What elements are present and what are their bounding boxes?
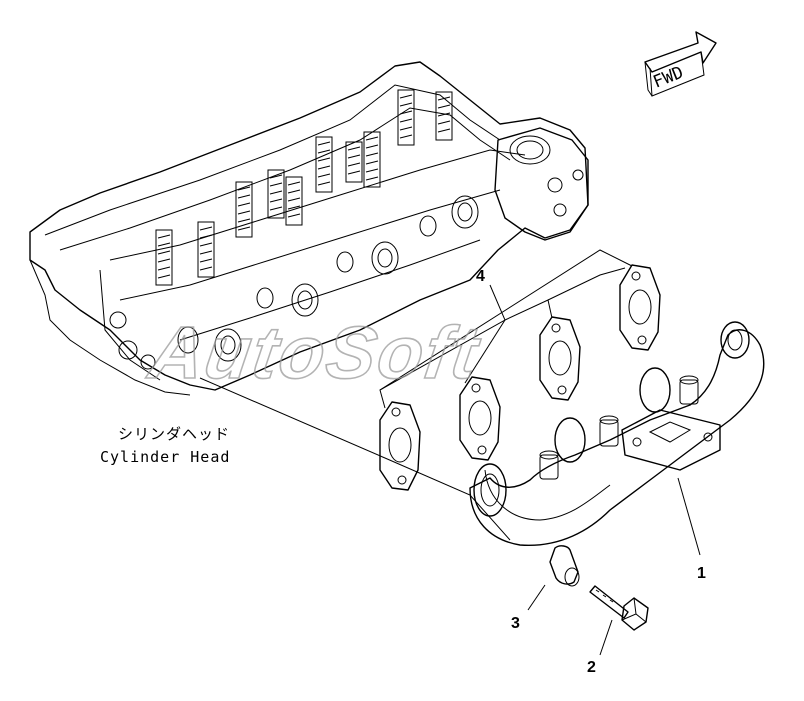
gasket-d: [619, 264, 661, 351]
callout-1: 1: [697, 565, 706, 582]
cylinder-head-label-jp: シリンダヘッド: [118, 425, 230, 443]
fwd-label: FWD: [650, 63, 686, 93]
callout-3: 3: [511, 615, 520, 632]
bolt: [589, 585, 649, 631]
gasket-b: [459, 376, 501, 461]
spacer-sleeve: [549, 545, 580, 587]
callout-4: 4: [476, 268, 485, 285]
valve-springs: [155, 89, 453, 286]
callout-2: 2: [587, 659, 596, 676]
watermark-logo: AutoSoft: [143, 311, 486, 394]
leader-lines: [199, 249, 701, 656]
gasket-a: [379, 401, 421, 491]
fwd-arrow-icon: FWD: [644, 31, 717, 97]
exhaust-ports: [109, 195, 479, 370]
cylinder-head-label-en: Cylinder Head: [100, 448, 230, 466]
exhaust-manifold: [469, 321, 765, 547]
exhaust-gaskets: [379, 264, 661, 491]
gasket-c: [539, 316, 581, 401]
cylinder-head: [29, 61, 589, 396]
